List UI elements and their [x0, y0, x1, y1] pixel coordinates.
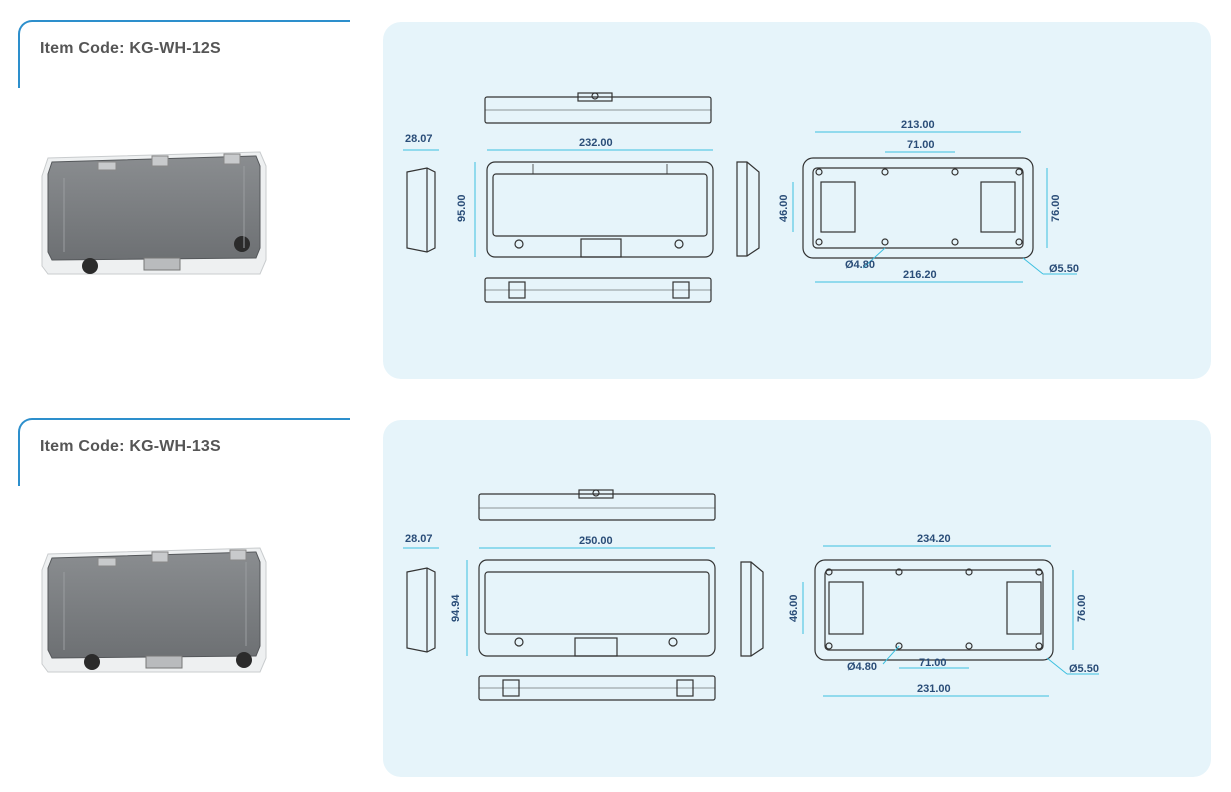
dimension-lines [403, 545, 1099, 697]
product-photo [41, 151, 267, 275]
dim-mount-height: 76.00 [1050, 194, 1062, 222]
technical-drawing: 28.07 250.00 94.94 234.20 46.00 76.00 Ø4… [403, 489, 1099, 701]
dim-cutout-width: 216.20 [903, 269, 937, 281]
product-section-kg-wh-13s: Item Code: KG-WH-13S [0, 398, 1231, 788]
dim-inner-height: 46.00 [788, 594, 800, 622]
left-side-view [406, 167, 436, 253]
dim-width: 232.00 [579, 137, 613, 149]
item-code-label: Item Code: KG-WH-13S [40, 438, 221, 455]
dimension-lines [403, 131, 1077, 283]
mounting-view [814, 559, 1054, 661]
technical-drawing: 28.07 232.00 95.00 213.00 71.00 46.00 76… [403, 92, 1079, 303]
dim-height: 94.94 [450, 594, 462, 622]
dim-height: 95.00 [456, 194, 468, 222]
dim-hole-spacing: 71.00 [907, 139, 935, 151]
left-side-view [406, 567, 436, 653]
dim-depth: 28.07 [405, 533, 433, 545]
dim-width: 250.00 [579, 535, 613, 547]
dim-depth: 28.07 [405, 133, 433, 145]
dim-hole-dia-small: Ø4.80 [845, 259, 875, 271]
technical-drawing-panel: 28.07 232.00 95.00 213.00 71.00 46.00 76… [383, 22, 1211, 379]
product-photo [41, 547, 267, 673]
bottom-view [478, 675, 716, 701]
top-view [478, 489, 716, 521]
dim-cutout-width: 231.00 [917, 683, 951, 695]
dim-hole-dia-large: Ø5.50 [1049, 263, 1079, 275]
top-view [484, 92, 712, 124]
product-section-kg-wh-12s: Item Code: KG-WH-12S [0, 0, 1231, 390]
dim-hole-dia-large: Ø5.50 [1069, 663, 1099, 675]
item-code-frame [18, 418, 350, 486]
right-side-view [736, 161, 760, 257]
dim-hole-spacing: 71.00 [919, 657, 947, 669]
bottom-view [484, 277, 712, 303]
item-code-frame [18, 20, 350, 88]
front-view [486, 161, 714, 258]
front-view [478, 559, 716, 657]
dim-inner-height: 46.00 [778, 194, 790, 222]
technical-drawing-panel: 28.07 250.00 94.94 234.20 46.00 76.00 Ø4… [383, 420, 1211, 777]
mounting-view [802, 157, 1034, 259]
right-side-view [740, 561, 764, 657]
dim-mount-width: 213.00 [901, 119, 935, 131]
item-code-label: Item Code: KG-WH-12S [40, 40, 221, 57]
dim-mount-width: 234.20 [917, 533, 951, 545]
dim-hole-dia-small: Ø4.80 [847, 661, 877, 673]
dim-mount-height: 76.00 [1076, 594, 1088, 622]
